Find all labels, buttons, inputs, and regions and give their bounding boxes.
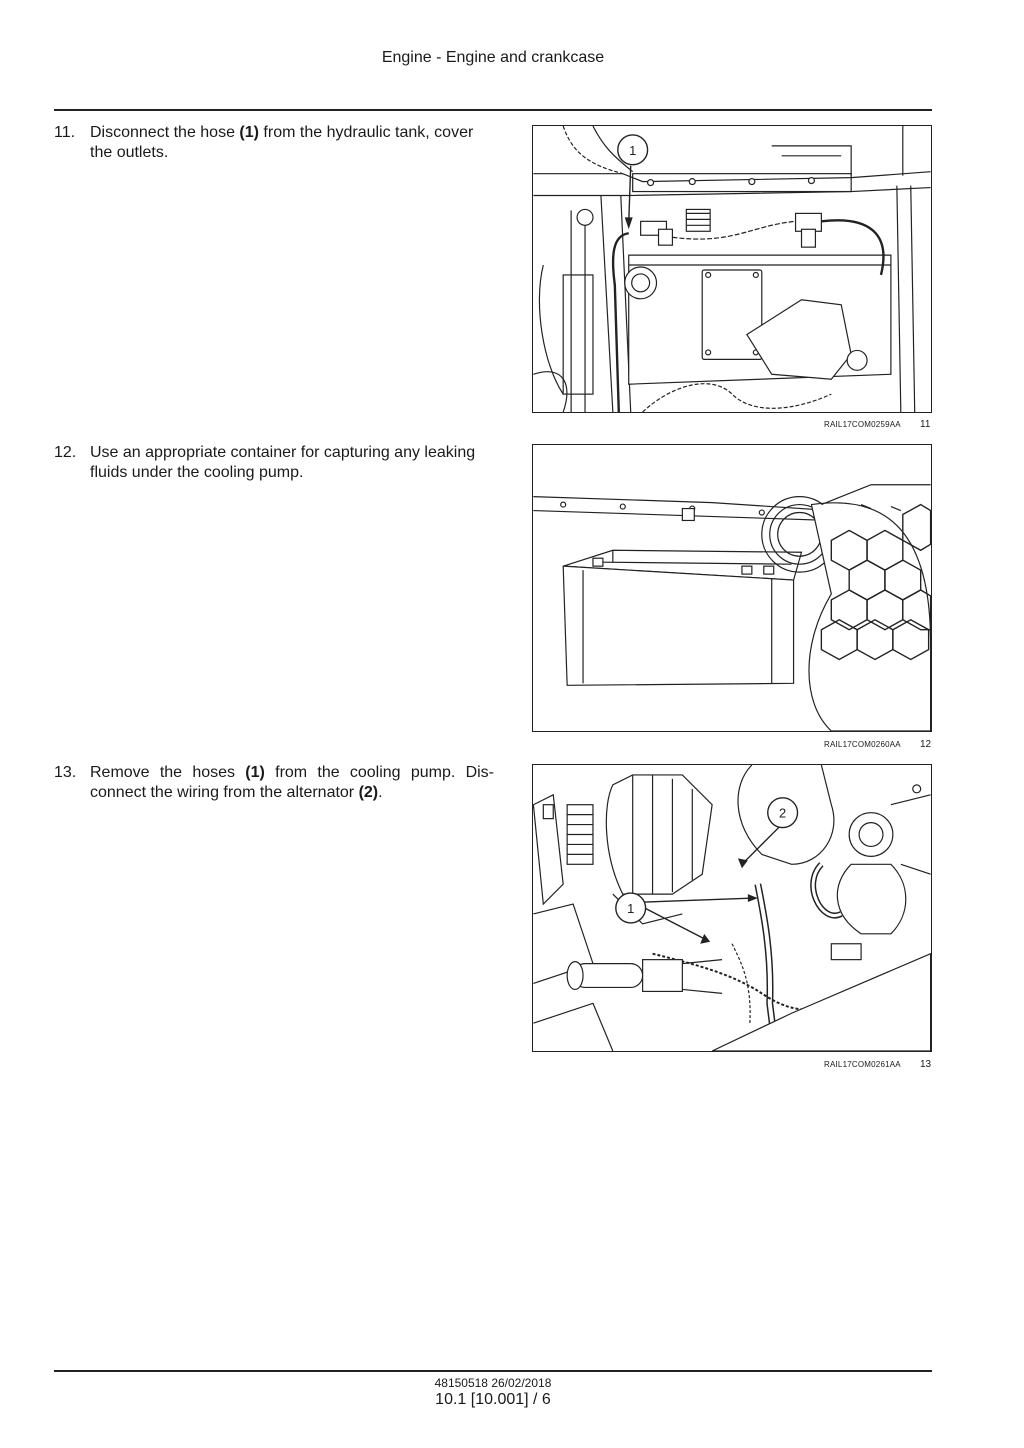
callout-1: 1 — [627, 901, 634, 916]
figure-number: 13 — [920, 1059, 932, 1070]
header-rule — [54, 109, 932, 111]
figure-code: RAIL17COM0261AA — [824, 1060, 901, 1069]
figure-container-under-pump — [532, 444, 932, 732]
footer-rule — [54, 1370, 932, 1372]
callout-2: 2 — [779, 806, 786, 821]
container-illustration — [533, 445, 931, 731]
page-header-title: Engine - Engine and crankcase — [381, 49, 605, 66]
callout-1: 1 — [629, 143, 636, 158]
figure-number: 11 — [920, 419, 931, 430]
cooling-pump-illustration: 1 2 — [533, 765, 931, 1051]
step-text: Use an appropriate container for capturi… — [90, 444, 476, 481]
figure-number: 12 — [920, 739, 932, 750]
step-13: 13. Remove the hoses (1) from the coolin… — [54, 763, 494, 803]
step-12: 12. Use an appropriate container for cap… — [54, 443, 494, 483]
figure-code: RAIL17COM0259AA — [824, 420, 901, 429]
footer-page-number: 10.1 [10.001] / 6 — [435, 1391, 551, 1408]
figure-code: RAIL17COM0260AA — [824, 740, 901, 749]
step-text: Remove the hoses (1) from the cooling pu… — [90, 764, 494, 801]
hydraulic-tank-illustration: 1 — [533, 126, 931, 412]
step-number: 11. — [54, 124, 76, 141]
step-number: 12. — [54, 444, 77, 461]
footer-document-reference: 48150518 26/02/2018 — [434, 1376, 552, 1390]
figure-hydraulic-tank-hose: 1 — [532, 125, 932, 413]
figure-cooling-pump-alternator: 1 2 — [532, 764, 932, 1052]
step-11: 11. Disconnect the hose (1) from the hyd… — [54, 123, 494, 163]
step-text: Disconnect the hose (1) from the hydraul… — [90, 124, 474, 161]
step-number: 13. — [54, 764, 77, 781]
